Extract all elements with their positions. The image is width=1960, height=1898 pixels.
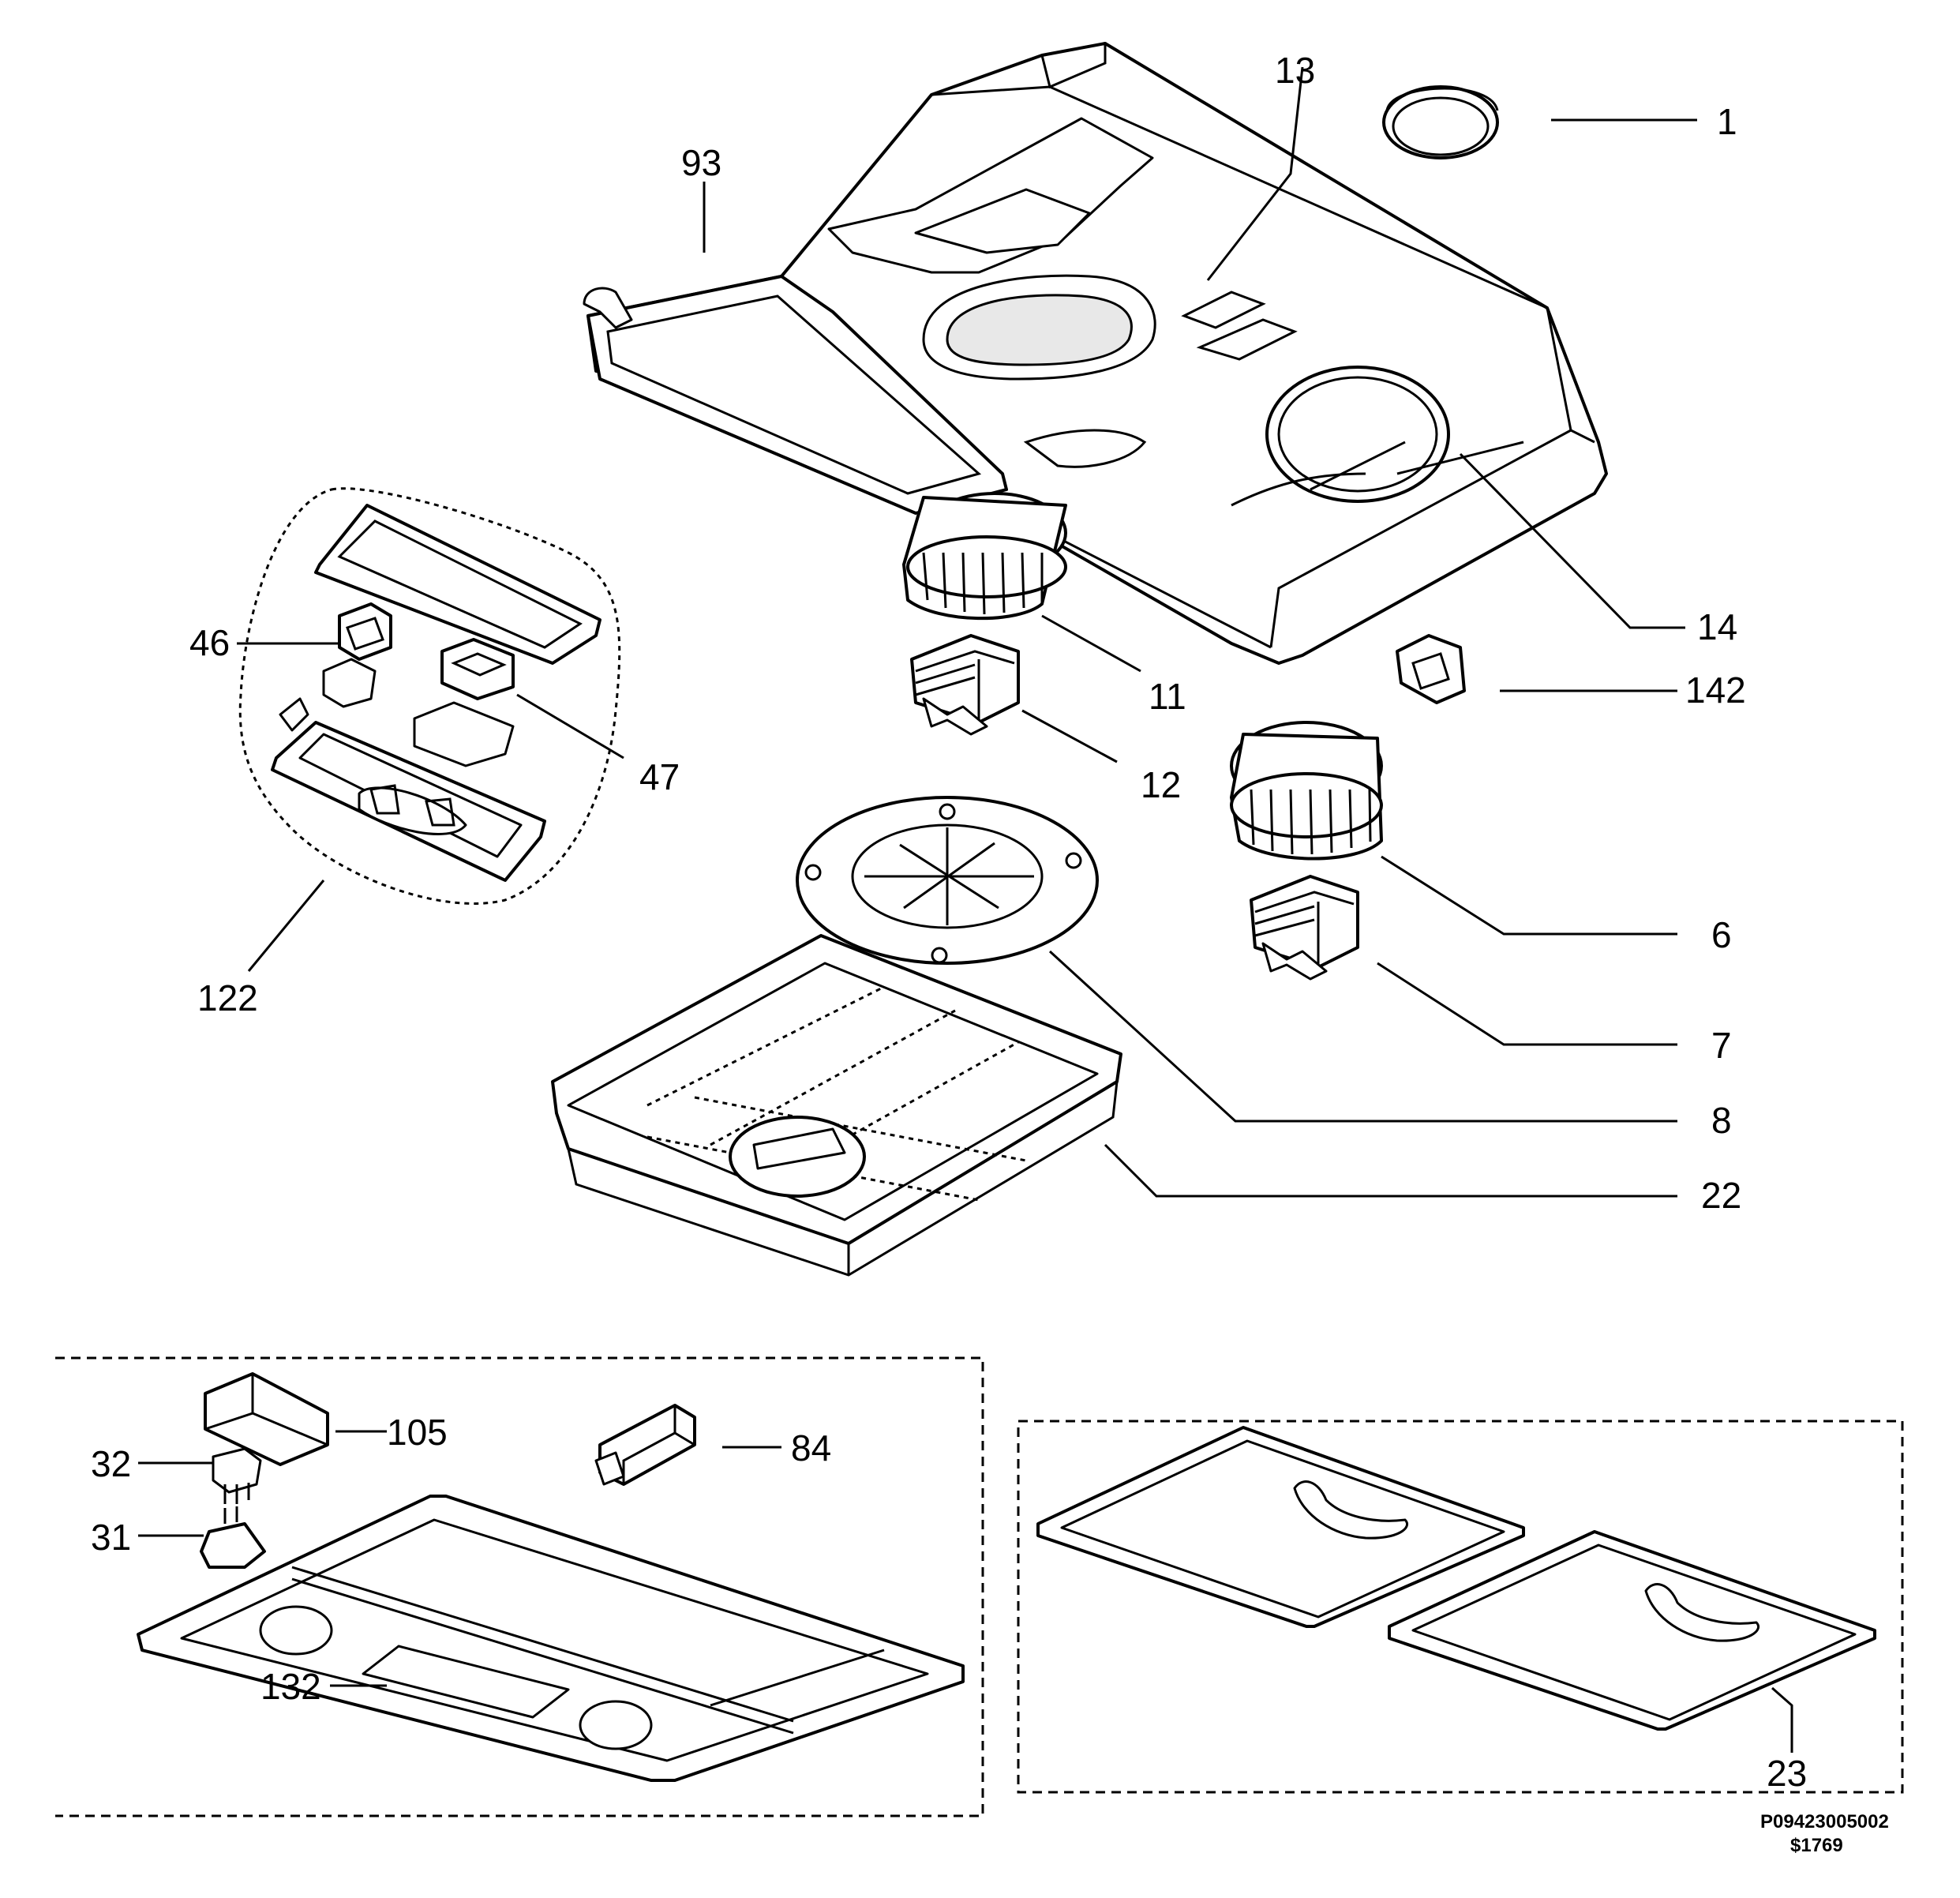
motor-12[interactable] <box>910 634 1020 736</box>
switch-46[interactable] <box>322 602 392 708</box>
callout-7: 7 <box>1711 1025 1732 1066</box>
leader-122 <box>247 880 325 972</box>
callout-93: 93 <box>681 142 721 183</box>
leader-12 <box>1021 709 1118 763</box>
leader-47 <box>516 693 624 760</box>
lens-panel-b[interactable] <box>1388 1530 1876 1731</box>
callout-122: 122 <box>197 977 258 1018</box>
kit-frame-left <box>55 1356 984 1817</box>
kit-frame-right <box>1017 1420 1904 1794</box>
callout-23: 23 <box>1767 1753 1807 1794</box>
light-panel-132[interactable] <box>137 1495 965 1782</box>
callout-12: 12 <box>1141 764 1181 805</box>
blower-wheel-6[interactable] <box>1230 721 1383 861</box>
duct-collar[interactable] <box>1382 85 1499 159</box>
switch-47[interactable] <box>413 638 515 767</box>
leader-23 <box>1771 1686 1793 1753</box>
motor-7[interactable] <box>1250 875 1359 981</box>
callout-142: 142 <box>1685 670 1746 711</box>
light-module-122[interactable] <box>271 504 601 882</box>
callout-6: 6 <box>1711 914 1732 955</box>
callout-13: 13 <box>1275 50 1315 91</box>
leader-14 <box>1459 452 1685 629</box>
lens-panel-a[interactable] <box>1036 1426 1525 1628</box>
transformer-105[interactable] <box>204 1372 329 1466</box>
drawing-code: $1769 <box>1790 1835 1843 1856</box>
ceiling-grille-22[interactable] <box>551 934 1122 1277</box>
callout-105: 105 <box>387 1412 448 1453</box>
module-boundary <box>238 487 621 905</box>
callout-32: 32 <box>91 1443 131 1484</box>
callout-47: 47 <box>639 756 680 797</box>
callout-46: 46 <box>189 622 230 663</box>
callout-31: 31 <box>91 1517 131 1558</box>
leader-11 <box>1041 614 1141 673</box>
leader-22 <box>1104 1143 1677 1198</box>
fan-housing[interactable] <box>583 42 1608 665</box>
connector-84[interactable] <box>594 1404 696 1486</box>
callout-8: 8 <box>1711 1100 1732 1141</box>
leader-13 <box>1206 66 1304 281</box>
lamp-socket-32[interactable] <box>212 1447 262 1504</box>
callout-132: 132 <box>260 1666 321 1707</box>
drawing-number: P09423005002 <box>1760 1811 1889 1832</box>
callout-84: 84 <box>791 1427 831 1469</box>
leader-6 <box>1381 855 1677 936</box>
callout-1: 1 <box>1717 101 1737 142</box>
callout-22: 22 <box>1701 1175 1741 1216</box>
blower-wheel-11[interactable] <box>902 492 1067 621</box>
callout-14: 14 <box>1697 606 1737 647</box>
leader-7 <box>1377 962 1677 1046</box>
lamp-bulb-31[interactable] <box>200 1506 266 1569</box>
mounting-clip-142[interactable] <box>1396 634 1466 704</box>
callout-11: 11 <box>1149 676 1186 717</box>
leader-8 <box>1048 950 1677 1123</box>
motor-mounting-plate[interactable] <box>796 796 1099 965</box>
